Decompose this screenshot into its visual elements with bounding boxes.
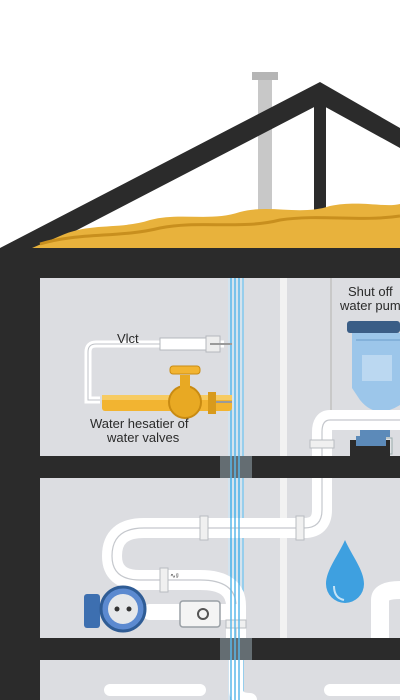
meter-icon xyxy=(179,600,221,628)
water-heater-label-line2: water valves xyxy=(107,430,180,445)
pipe-marking: ∿ᵍ xyxy=(170,573,179,580)
vent-pipe xyxy=(84,335,224,404)
house-frame xyxy=(0,262,400,700)
floor-lower xyxy=(0,638,400,660)
roof xyxy=(0,82,400,270)
floor-upper xyxy=(0,456,400,478)
shutoff-label-line2: water pum xyxy=(340,298,400,313)
water-droplet-icon xyxy=(326,540,364,603)
pressure-gauge-icon xyxy=(84,585,147,633)
valve-icon xyxy=(102,343,232,419)
attic-insulation xyxy=(30,203,400,250)
pipe-joints xyxy=(159,439,335,629)
water-heater-label-line1: Water hesatier of xyxy=(90,416,189,431)
vent-label: Vlct xyxy=(117,331,139,346)
shutoff-label-line1: Shut off xyxy=(348,284,393,299)
drain-pipes xyxy=(101,410,400,700)
